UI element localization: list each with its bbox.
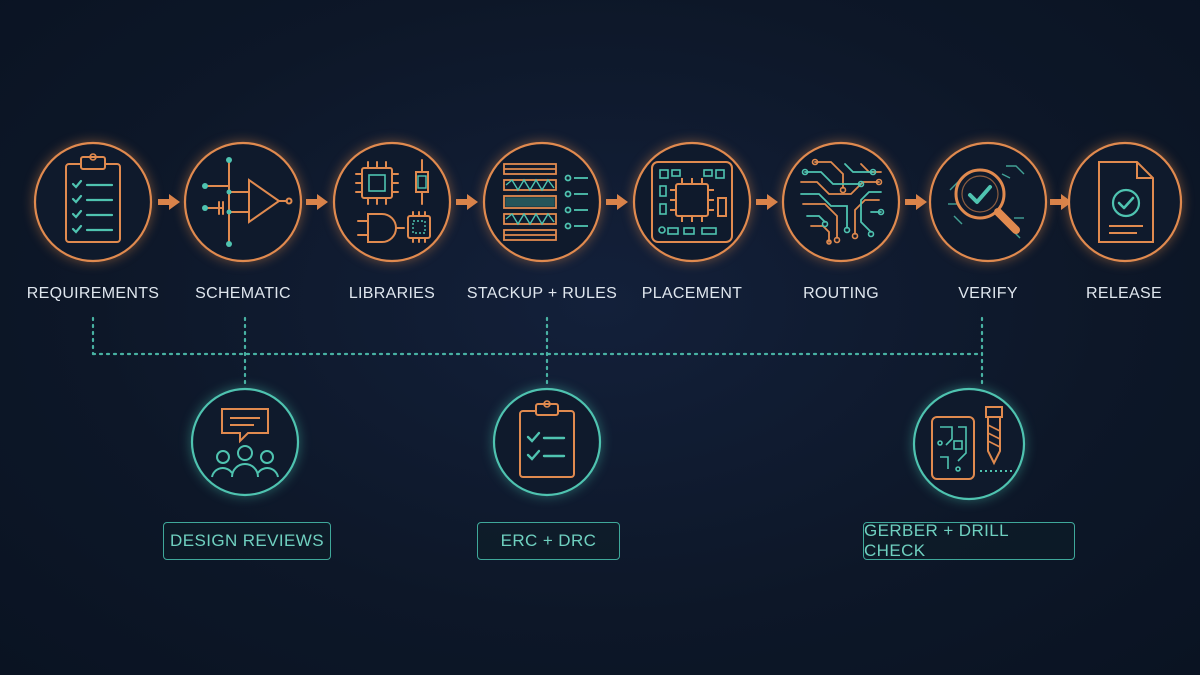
arrow-right-icon — [158, 194, 180, 210]
gerber-drill-check-badge: GERBER + DRILL CHECK — [863, 521, 1075, 560]
stage-routing-node — [781, 141, 901, 263]
stage-verify-node — [928, 141, 1048, 263]
magnifier-check-icon — [928, 141, 1048, 263]
arrow-right-icon — [606, 194, 628, 210]
erc-drc-badge: ERC + DRC — [477, 522, 620, 560]
board-drill-icon — [912, 387, 1026, 501]
arrow-right-icon — [456, 194, 478, 210]
design-reviews-badge: DESIGN REVIEWS — [163, 522, 331, 560]
stage-verify-label: VERIFY — [958, 285, 1018, 302]
stage-libraries-node — [332, 141, 452, 263]
stage-schematic-node — [183, 141, 303, 263]
layer-stackup-icon — [482, 141, 602, 263]
stage-libraries-label: LIBRARIES — [348, 285, 436, 302]
component-library-icon — [332, 141, 452, 263]
stage-requirements-node — [33, 141, 153, 263]
circuit-traces-icon — [781, 141, 901, 263]
check-erc-drc-node — [492, 387, 602, 497]
arrow-right-icon — [1050, 194, 1072, 210]
clipboard-checklist-icon — [33, 141, 153, 263]
stage-release-label: RELEASE — [1086, 285, 1162, 302]
check-design-reviews-node — [190, 387, 300, 497]
stage-placement-node — [632, 141, 752, 263]
stage-stackup-label: STACKUP + RULES — [466, 285, 618, 302]
stage-stackup-node — [482, 141, 602, 263]
team-discussion-icon — [190, 387, 300, 497]
arrow-right-icon — [306, 194, 328, 210]
stage-requirements-label: REQUIREMENTS — [26, 285, 160, 302]
stage-placement-label: PLACEMENT — [641, 285, 743, 302]
stage-schematic-label: SCHEMATIC — [195, 285, 291, 302]
stage-routing-label: ROUTING — [803, 285, 879, 302]
document-check-icon — [1067, 141, 1183, 263]
arrow-right-icon — [905, 194, 927, 210]
arrow-right-icon — [756, 194, 778, 210]
stage-release-node — [1065, 141, 1185, 263]
checklist-clipboard-icon — [492, 387, 602, 497]
board-placement-icon — [632, 141, 752, 263]
schematic-amplifier-icon — [183, 141, 303, 263]
check-gerber-drill-node — [912, 387, 1027, 502]
